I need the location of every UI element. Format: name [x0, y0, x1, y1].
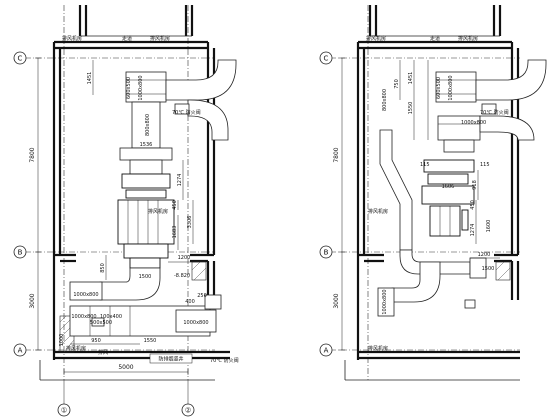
duct-size-1000x800: 1000x800 — [138, 75, 144, 100]
duct-size-800x800: 800x800 — [145, 114, 151, 136]
r-dim-1500: 1500 — [482, 266, 495, 272]
dim-1451: 1451 — [87, 72, 93, 85]
dim-1683: 1683 — [172, 226, 178, 239]
r-dim-750: 750 — [394, 79, 400, 89]
duct-size-lower-4: 1000x800 — [71, 314, 96, 320]
dimensions — [35, 57, 200, 375]
dim-850: 850 — [100, 263, 106, 273]
room-label-top-right: 排风机房 — [150, 35, 170, 42]
dim-950: 950 — [91, 338, 101, 344]
r-dim-450: 450 — [470, 200, 476, 210]
r-duct-size-2: 1000x800 — [448, 75, 454, 100]
r-wall-hatch — [495, 261, 511, 281]
r-dim-1606: 1606 — [442, 184, 455, 190]
duct-size-lower-3: 1000x800 — [183, 320, 208, 326]
dim-3306: 3306 — [187, 216, 193, 229]
elevation: -8.820 — [174, 273, 190, 279]
fan-unit — [117, 173, 175, 269]
r-dim-1200: 1200 — [478, 252, 491, 258]
dim-1000: 1000 — [59, 334, 65, 347]
r-duct-size-1: 600x500 — [436, 77, 442, 99]
r-dim-1600: 1600 — [486, 220, 492, 233]
axis-bubble-a — [13, 343, 27, 357]
r-fan-unit — [421, 159, 475, 237]
r-room-label-bottom: 排风机房 — [368, 345, 388, 352]
dim-span-cb: 7800 — [29, 147, 36, 162]
room-label-bottom: 排风机房 — [66, 345, 86, 352]
axis-label-1: ① — [61, 407, 67, 415]
duct-size-lower-2: 500x500 — [90, 320, 112, 326]
r-dimensions — [339, 57, 500, 351]
r-dim-span-cb: 7800 — [333, 147, 340, 162]
r-dim-span-ba: 3000 — [333, 293, 340, 308]
r-room-label-mid: 排风机房 — [368, 208, 388, 215]
r-axis-bubbles — [319, 51, 333, 357]
r-duct-size-3: 800x800 — [382, 89, 388, 111]
r-axis-label-b: B — [324, 249, 329, 257]
lower-duct-run — [69, 267, 222, 337]
misc-label: 排风 — [98, 349, 108, 356]
r-duct-size-4: 1000x800 — [382, 289, 388, 314]
r-lower-duct — [377, 261, 476, 317]
r-duct-size-5: 1000x800 — [461, 120, 486, 126]
room-label-mid: 排风机房 — [148, 208, 168, 215]
r-dim-1550: 1550 — [408, 102, 414, 115]
r-dim-115a: 115 — [420, 162, 430, 168]
r-room-label-top-left: 排风机房 — [366, 35, 386, 42]
r-axis-label-a: A — [324, 347, 329, 355]
r-dim-1274: 1274 — [470, 224, 476, 237]
r-walls — [344, 5, 520, 381]
axis-label-a: A — [18, 347, 23, 355]
shaft-label: 防排烟竖井 — [158, 356, 183, 363]
damper-label-2: 70℃ 防火阀 — [210, 357, 239, 364]
r-axis-label-c: C — [324, 55, 329, 63]
duct-size-lower-1: 1000x800 — [73, 292, 98, 298]
duct-size-600x500: 600x500 — [126, 77, 132, 99]
room-label-top-left: 排风机房 — [62, 35, 82, 42]
axis-label-c: C — [18, 55, 23, 63]
upper-duct-riser — [119, 71, 173, 175]
dim-1274: 1274 — [177, 174, 183, 187]
r-upper-duct — [435, 71, 481, 153]
corridor-label: 走道 — [122, 35, 132, 42]
axis-bubble-b — [13, 245, 27, 259]
dim-1500: 1500 — [139, 274, 152, 280]
r-dim-1451: 1451 — [408, 72, 414, 85]
right-plan: C B A 7800 3000 750 1451 1550 115 115 16… — [319, 5, 547, 381]
r-dim-115b: 115 — [480, 162, 490, 168]
r-top-right-elbow — [475, 59, 547, 141]
axis-bubbles — [13, 51, 195, 417]
dim-width: 5000 — [118, 364, 133, 371]
dim-span-ba: 3000 — [29, 293, 36, 308]
dim-400: 400 — [185, 299, 195, 305]
damper-label-1: 70℃ 防火阀 — [172, 109, 201, 116]
r-dim-918: 918 — [472, 180, 478, 190]
dim-1550: 1550 — [144, 338, 157, 344]
left-plan: C B A ① ② 7800 3000 5000 1451 1536 1274 … — [13, 5, 239, 417]
axis-label-b: B — [18, 249, 23, 257]
dim-250: 250 — [197, 293, 207, 299]
axis-bubble-c — [13, 51, 27, 65]
top-right-elbow — [165, 59, 237, 141]
dim-1536: 1536 — [140, 142, 153, 148]
dim-1200: 1200 — [178, 255, 191, 261]
axis-label-2: ② — [185, 407, 191, 415]
duct-size-lower-5: 100x400 — [100, 314, 122, 320]
r-corridor-label: 走道 — [430, 35, 440, 42]
r-damper-label: 70℃ 防火阀 — [480, 109, 509, 116]
r-room-label-top-right: 排风机房 — [458, 35, 478, 42]
dim-450: 450 — [172, 200, 178, 210]
